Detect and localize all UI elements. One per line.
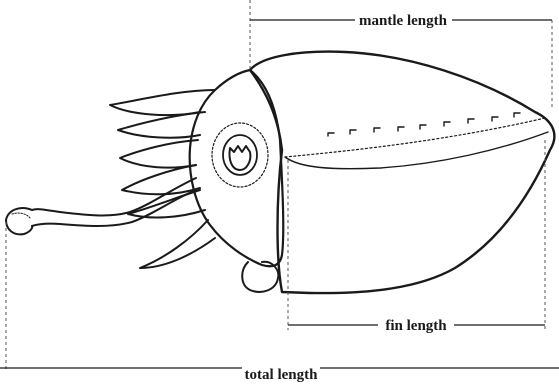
mantle-length-label: mantle length <box>359 13 448 29</box>
fin-inner-edge <box>285 132 548 169</box>
tentacle <box>32 178 196 226</box>
mantle-tick-marks <box>328 113 520 136</box>
mantle-outline <box>250 52 554 293</box>
arm-upper-1 <box>110 90 215 115</box>
eye-pupil <box>229 146 250 170</box>
fin-length-label: fin length <box>385 318 447 334</box>
arm-middle-2 <box>122 165 200 194</box>
fin-boundary-line <box>285 118 545 157</box>
total-length-label: total length <box>245 367 319 383</box>
arm-middle-1 <box>120 140 198 168</box>
squid-illustration <box>6 52 554 293</box>
arm-lower-2 <box>140 220 215 268</box>
tentacle-club <box>6 208 32 234</box>
tentacle-club-suckers <box>12 213 30 218</box>
